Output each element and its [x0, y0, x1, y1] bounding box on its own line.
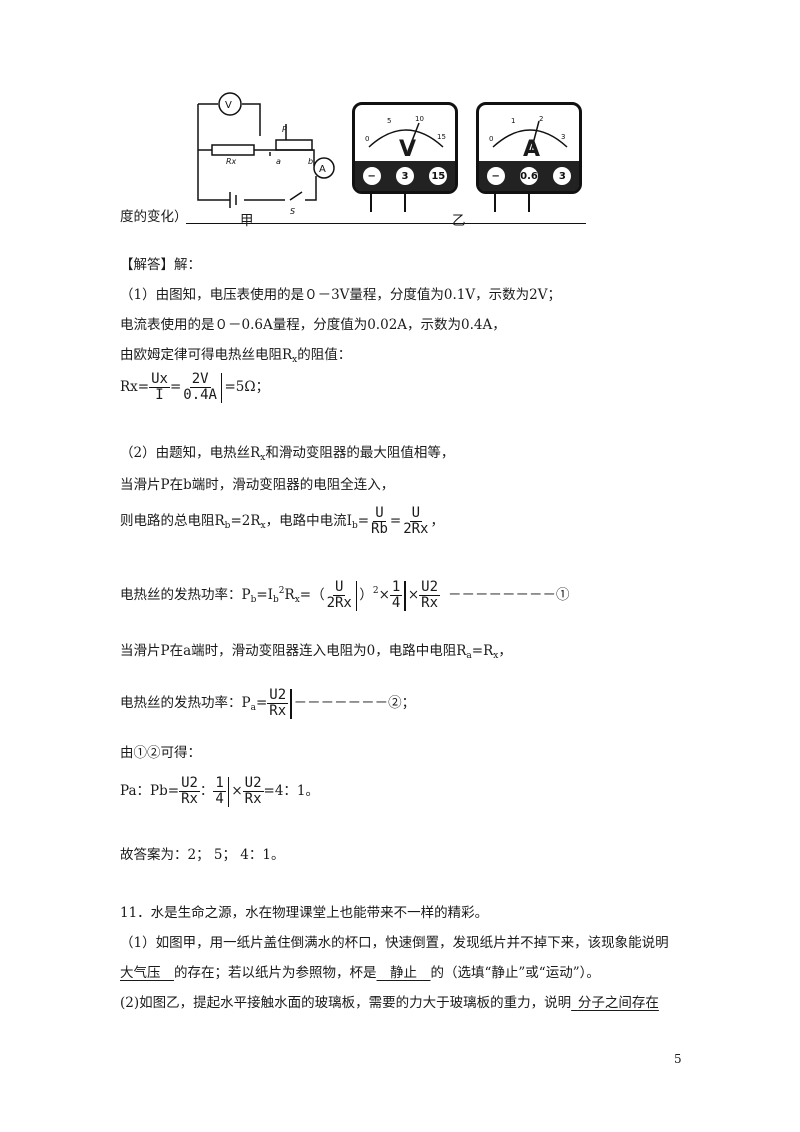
- a-terminal-neg: −: [486, 167, 505, 185]
- answer-p3: 由欧姆定律可得电热丝电阻Rx的阻值：: [120, 347, 352, 365]
- answer-p5: 当滑片P在b端时，滑动变阻器的电阻全连入，: [120, 477, 395, 493]
- v-scale-15: 15: [437, 133, 446, 141]
- a-scale-0: 0: [489, 135, 493, 143]
- v-scale-5: 5: [387, 117, 391, 125]
- q11-line3: (2)如图乙，提起水平接触水面的玻璃板，需要的力大于玻璃板的重力，说明 分子之间…: [120, 995, 659, 1011]
- figure-baseline: [186, 223, 586, 224]
- voltmeter-letter: V: [399, 137, 417, 162]
- voltmeter-scale: 0 5 10 15: [365, 115, 446, 151]
- answer-p1: （1）由图知，电压表使用的是０－3V量程，分度值为0.1V，示数为2V；: [120, 287, 561, 303]
- final-answer: 故答案为：2； 5； 4：1。: [120, 847, 285, 863]
- a-scale-3: 3: [561, 133, 565, 141]
- ammeter: 0 1 2 3 A − 0.6 3: [476, 102, 582, 194]
- answer-blank-3: 分子之间存在: [577, 995, 659, 1011]
- v-terminal-3: 3: [395, 167, 414, 185]
- a-leg: [528, 194, 530, 212]
- page-number: 5: [674, 1052, 682, 1066]
- resistor-label: Rx: [226, 157, 237, 166]
- ammeter-scale: 0 1 2 3: [489, 115, 568, 151]
- v-scale-10: 10: [415, 115, 424, 123]
- v-terminal-15: 15: [429, 167, 448, 185]
- v-leg: [370, 194, 372, 212]
- answer-blank-1: 大气压: [120, 965, 161, 981]
- figure-label-jia: 甲: [240, 213, 254, 229]
- q11-line1: （1）如图甲，用一纸片盖住倒满水的杯口，快速倒置，发现纸片并不掉下来，该现象能说…: [120, 935, 669, 951]
- answer-p4: （2）由题知，电热丝Rx和滑动变阻器的最大阻值相等，: [120, 445, 455, 463]
- q11-line2: 大气压 的存在；若以纸片为参照物，杯是 静止 的（选填“静止”或“运动”）。: [120, 965, 600, 981]
- ammeter-letter: A: [523, 137, 541, 162]
- voltmeter-symbol: V: [225, 100, 232, 111]
- v-terminal-neg: −: [362, 167, 381, 185]
- a-scale-2: 2: [539, 115, 543, 123]
- voltmeter-terminals: − 3 15: [355, 161, 455, 191]
- end-a-label: a: [276, 157, 281, 166]
- a-scale-1: 1: [511, 117, 515, 125]
- q11-stem: 11．水是生命之源，水在物理课堂上也能带来不一样的精彩。: [120, 905, 489, 921]
- a-terminal-3: 3: [553, 167, 572, 185]
- figure-label-yi: 乙: [452, 213, 466, 229]
- a-terminal-0-6: 0.6: [519, 167, 538, 185]
- v-scale-0: 0: [365, 135, 369, 143]
- slider-label: P: [282, 125, 287, 134]
- answer-blank-2: 静止: [390, 965, 417, 981]
- ammeter-symbol: A: [319, 164, 326, 175]
- switch-label: S: [290, 207, 295, 216]
- answer-p2: 电流表使用的是０－0.6A量程，分度值为0.02A，示数为0.4A，: [120, 317, 506, 333]
- answer-p8: 当滑片P在a端时，滑动变阻器连入电阻为0，电路中电阻Ra=Rx，: [120, 643, 512, 661]
- voltmeter: 0 5 10 15 V − 3 15: [352, 102, 458, 194]
- a-leg: [494, 194, 496, 212]
- answer-heading: 【解答】解：: [120, 257, 201, 273]
- ammeter-terminals: − 0.6 3: [479, 161, 579, 191]
- end-b-label: b: [308, 157, 313, 166]
- circuit-diagram: V A Rx P a b S: [197, 92, 335, 216]
- answer-p10: 由①②可得：: [120, 745, 201, 761]
- v-leg: [404, 194, 406, 212]
- figure-caption-prefix: 度的变化）: [120, 209, 188, 225]
